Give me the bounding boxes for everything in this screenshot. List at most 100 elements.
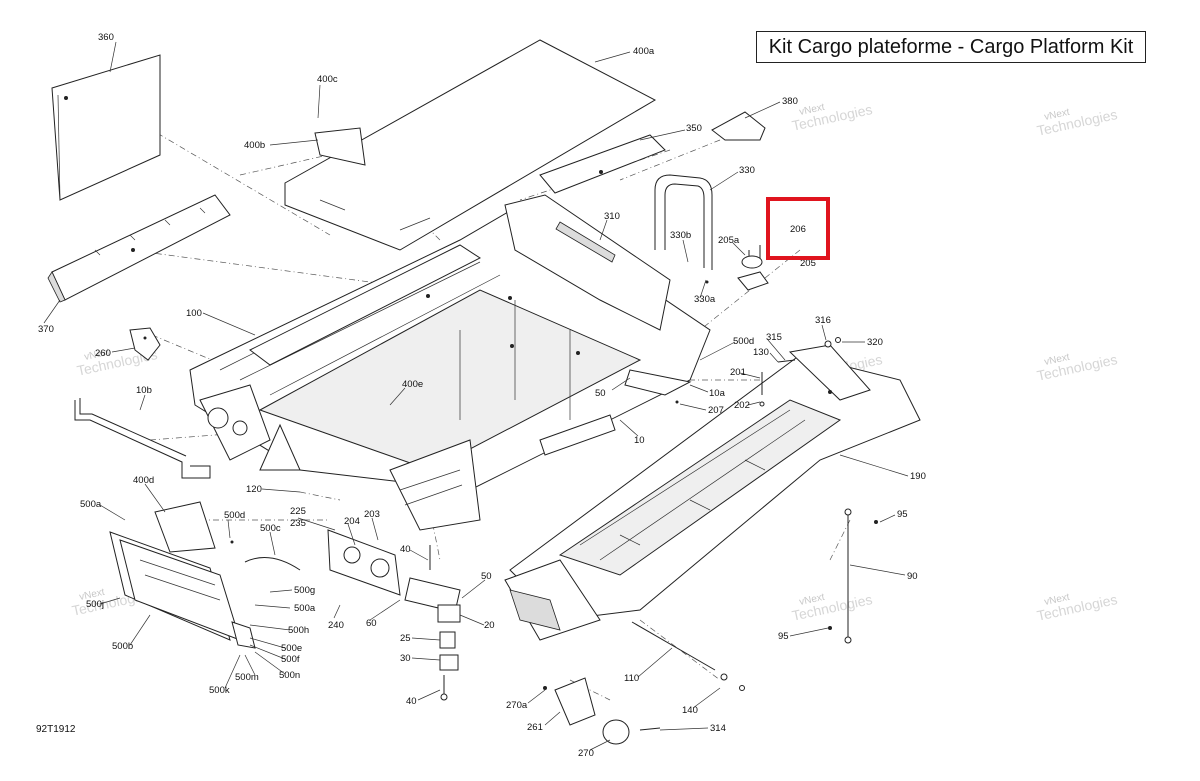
part-90-strut <box>828 508 878 644</box>
callout-500e: 500e <box>281 643 302 654</box>
part-10-brackets <box>539 369 692 456</box>
part-400a-platform <box>284 39 657 251</box>
callout-120: 120 <box>246 484 262 495</box>
callout-270: 270 <box>578 748 594 759</box>
callout-500n: 500n <box>279 670 300 681</box>
callout-400a: 400a <box>633 46 655 57</box>
callout-10a: 10a <box>709 388 726 399</box>
callout-500k: 500k <box>209 685 230 696</box>
callout-500b: 500b <box>112 641 133 652</box>
callout-90: 90 <box>907 571 918 582</box>
part-110-rod <box>631 621 745 731</box>
small-hardware <box>759 337 841 407</box>
watermark: vNext Technologies <box>790 591 873 624</box>
callout-204: 204 <box>344 516 360 527</box>
callout-500g: 500g <box>294 585 315 596</box>
callout-500d-top: 500d <box>733 336 754 347</box>
part-260-clip <box>129 327 161 361</box>
callout-110: 110 <box>624 673 639 684</box>
callout-270a: 270a <box>506 700 528 711</box>
part-261-housing <box>543 677 630 745</box>
part-370-rail <box>47 194 231 303</box>
svg-text:vNext: vNext <box>78 587 106 603</box>
watermark: vNext Technologies <box>1035 351 1118 384</box>
callout-316: 316 <box>815 315 831 326</box>
callout-10b: 10b <box>136 385 152 396</box>
callout-330b: 330b <box>670 230 691 241</box>
callout-201: 201 <box>730 367 746 378</box>
callout-205: 205 <box>800 258 816 269</box>
callout-20: 20 <box>484 620 495 631</box>
callout-400c: 400c <box>317 74 338 85</box>
part-380-bracket <box>711 111 766 141</box>
watermark: vNext Technologies <box>790 101 873 134</box>
callout-360: 360 <box>98 32 114 43</box>
callout-400b: 400b <box>244 140 265 151</box>
svg-text:vNext: vNext <box>1043 352 1071 368</box>
highlight-box-206[interactable] <box>766 197 830 260</box>
part-204-light-bracket <box>327 529 461 613</box>
svg-text:vNext: vNext <box>798 592 826 608</box>
callout-380: 380 <box>782 96 798 107</box>
callout-140: 140 <box>682 705 698 716</box>
part-350-panel <box>539 134 666 194</box>
callout-261: 261 <box>527 722 543 733</box>
callout-315: 315 <box>766 332 782 343</box>
callout-260: 260 <box>95 348 111 359</box>
callout-205a: 205a <box>718 235 740 246</box>
part-190-chassis <box>504 344 921 641</box>
callout-202: 202 <box>734 400 750 411</box>
callout-130: 130 <box>753 347 769 358</box>
callout-225: 225 <box>290 506 306 517</box>
callout-500d-left: 500d <box>224 510 245 521</box>
part-10b-rod <box>74 398 211 479</box>
callout-240: 240 <box>328 620 344 631</box>
diagram-title: Kit Cargo plateforme - Cargo Platform Ki… <box>756 31 1146 63</box>
callout-labels: 360 400a 400c 400b 380 350 330 310 330b … <box>38 32 926 759</box>
callout-40-top: 40 <box>400 544 411 555</box>
callout-370: 370 <box>38 324 54 335</box>
part-500-panel-group <box>109 501 301 649</box>
callout-50-mid: 50 <box>481 571 492 582</box>
part-205-hardware <box>737 245 769 291</box>
callout-235: 235 <box>290 518 306 529</box>
callout-500j: 500j <box>86 599 104 610</box>
callout-500a-2: 500a <box>294 603 316 614</box>
callout-500c: 500c <box>260 523 281 534</box>
callout-206[interactable]: 206 <box>790 224 806 235</box>
callout-500m: 500m <box>235 672 259 683</box>
watermark: vNext Technologies <box>1035 591 1118 624</box>
part-20-stack <box>437 604 461 701</box>
callout-400e: 400e <box>402 379 423 390</box>
callout-350: 350 <box>686 123 702 134</box>
callout-330a: 330a <box>694 294 716 305</box>
callout-190: 190 <box>910 471 926 482</box>
callout-500f: 500f <box>281 654 300 665</box>
callout-310: 310 <box>604 211 620 222</box>
callout-314: 314 <box>710 723 726 734</box>
svg-text:vNext: vNext <box>1043 592 1071 608</box>
callout-100: 100 <box>186 308 202 319</box>
leader-lines <box>43 41 909 751</box>
callout-10: 10 <box>634 435 645 446</box>
callout-30: 30 <box>400 653 411 664</box>
svg-text:vNext: vNext <box>1043 107 1071 123</box>
svg-text:vNext: vNext <box>798 102 826 118</box>
callout-60: 60 <box>366 618 377 629</box>
callout-40-bottom: 40 <box>406 696 417 707</box>
part-360-side-panel <box>51 54 161 201</box>
part-100-cargo-bed <box>189 194 711 531</box>
callout-400d: 400d <box>133 475 154 486</box>
svg-text:vNext: vNext <box>83 347 111 363</box>
callout-207: 207 <box>708 405 724 416</box>
watermark: vNext Technologies <box>1035 106 1118 139</box>
callout-320: 320 <box>867 337 883 348</box>
callout-50-top: 50 <box>595 388 606 399</box>
callout-25: 25 <box>400 633 411 644</box>
callout-203: 203 <box>364 509 380 520</box>
callout-95-right: 95 <box>897 509 908 520</box>
callout-95-bottom: 95 <box>778 631 789 642</box>
callout-330: 330 <box>739 165 755 176</box>
callout-500a: 500a <box>80 499 102 510</box>
